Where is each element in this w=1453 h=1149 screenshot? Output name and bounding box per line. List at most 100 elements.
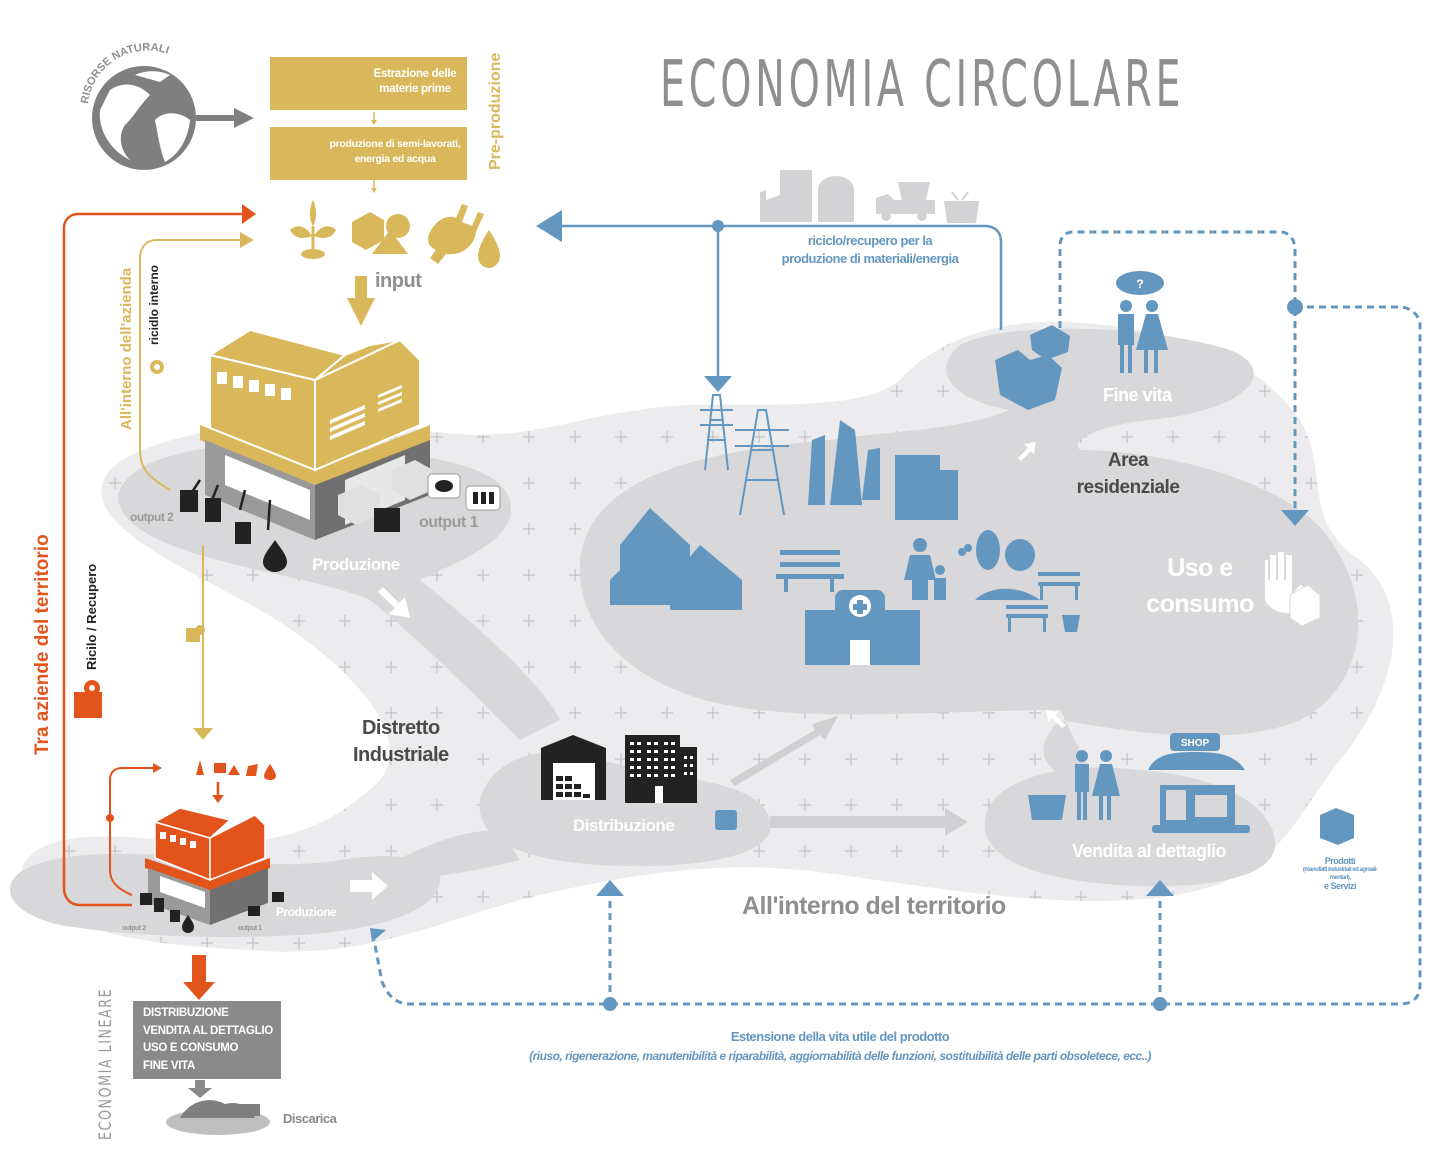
radioactive-barrel-icon: [180, 490, 198, 512]
territory-loop-label: Tra aziende del territorio: [32, 534, 53, 755]
houses-icon: [610, 508, 742, 610]
recycle-line2: produzione di materiali/energia: [781, 251, 959, 266]
office-building-icon: [625, 735, 697, 803]
broken-box-icon: [995, 325, 1070, 410]
extension-label: Estensione della vita utile del prodotto…: [400, 1027, 1280, 1065]
linear-economy-label: ECONOMIA LINEARE: [96, 987, 116, 1140]
residential-icons: [610, 394, 1080, 665]
recycle-label: riciclo/recupero per la produzione di ma…: [760, 232, 980, 268]
apartment-building-icon: [895, 455, 958, 520]
shoppers-icon: [1075, 750, 1120, 820]
small-factory-icon: [140, 807, 284, 933]
products-line1: Prodotti: [1324, 856, 1356, 866]
pre-production-label: Pre-produzione: [487, 52, 504, 170]
input-icons: [290, 200, 500, 268]
recycle-bin-icon: [205, 498, 221, 522]
recycle-line1: riciclo/recupero per la: [807, 233, 933, 248]
shop-sign: SHOP: [1181, 738, 1210, 749]
linear-step: VENDITA AL DETTAGLIO: [143, 1024, 273, 1037]
use-line2: consumo: [1146, 590, 1254, 618]
company-loop-sublabel: ricidlo interno: [147, 264, 161, 345]
semi-finished-label: produzione di semi-lavorati,energia ed a…: [329, 138, 461, 165]
output2-label: output 2: [130, 510, 174, 524]
territory-recycling-loop: [62, 204, 256, 907]
arrow-distribution-to-retail: [770, 808, 968, 836]
retail-label: Vendita al dettaglio: [1072, 841, 1227, 861]
linear-step: FINE VITA: [143, 1059, 196, 1072]
packaged-box-icon: [374, 508, 400, 532]
products-line4: e Servizi: [1323, 881, 1357, 891]
arrow-retail-to-residential: [1046, 710, 1066, 728]
linear-step: USO E CONSUMO: [143, 1042, 239, 1054]
small-output2-label: output 2: [122, 925, 146, 932]
couple-icon: [1116, 271, 1168, 373]
company-loop-label: All'interno dell'azienda: [118, 267, 135, 430]
waste-output-icons: [180, 490, 287, 572]
park-bench-icon: [776, 550, 844, 592]
use-consumption-label: Uso e consumo: [1145, 550, 1255, 622]
flower-pot-icon: [1062, 615, 1080, 632]
product-cube-icon: [1320, 808, 1354, 845]
warehouse-icon: [541, 735, 606, 800]
flow-arrows: [350, 442, 1066, 900]
recovery-hand-icon: [74, 692, 102, 718]
process-zones: [10, 328, 1359, 937]
hand-box-icon: [1265, 552, 1321, 627]
dashed-loop-markers: [370, 299, 1309, 1011]
residential-label: Area residenziale: [1068, 447, 1188, 501]
power-pylons-icon: [700, 394, 789, 516]
residential-line1: Area: [1107, 450, 1149, 471]
linear-economy-box: DISTRIBUZIONE VENDITA AL DETTAGLIO USO E…: [133, 1001, 281, 1079]
blue-package-icon: [715, 810, 737, 830]
products-label: Prodotti (manufatti industriali ed agroa…: [1285, 856, 1395, 891]
territory-label: All'interno del territorio: [742, 892, 1006, 920]
shop-icon: [1148, 733, 1250, 833]
main-factory-icon: [188, 328, 433, 540]
plant-wheat-icon: [290, 200, 336, 259]
distribution-label: Distribuzione: [573, 816, 675, 835]
pre-production-step-semi-finished: produzione di semi-lavorati,energia ed a…: [270, 127, 467, 180]
trees-icon: [975, 530, 1040, 600]
extension-title: Estensione della vita utile del prodotto: [730, 1029, 950, 1044]
arrow-production-to-district: [378, 587, 410, 618]
products-line2: (manufatti industriali ed agroali-: [1302, 867, 1378, 873]
page-title: ECONOMIA CIRCOLARE: [660, 48, 1185, 122]
speech-question: ?: [1136, 277, 1143, 291]
dashed-loops: [372, 230, 1422, 1006]
globe-icon: [92, 66, 254, 170]
district-label: Distretto Industriale: [353, 715, 449, 769]
products-line3: mentari),: [1329, 875, 1351, 881]
production-label: Produzione: [312, 555, 400, 574]
linear-arrow: [183, 955, 215, 1098]
recycling-truck-icon: [876, 182, 935, 214]
residential-line2: residenziale: [1076, 477, 1180, 498]
hospital-icon: [805, 590, 920, 665]
materials-shapes-icon: [352, 212, 410, 254]
family-icon: [904, 538, 972, 600]
district-line2: Industriale: [353, 744, 449, 766]
recycling-loop-top: [536, 210, 1003, 392]
small-output1-label: output 1: [238, 925, 262, 932]
landfill-icon: [166, 1100, 270, 1135]
arrow-small-production: [350, 872, 388, 900]
arrow-residential-to-endoflife: [1018, 442, 1036, 461]
input-arrow: [347, 276, 375, 326]
internal-recycling-loop: [139, 232, 254, 740]
linear-step: DISTRIBUZIONE: [143, 1007, 229, 1019]
bench-icon-2: [1038, 572, 1080, 600]
arrow-distribution-to-residential: [730, 716, 838, 786]
small-input-icons: [196, 760, 276, 803]
input-label: input: [375, 270, 422, 292]
factory-plant-icon: [760, 170, 854, 222]
bench-icon-3: [1006, 605, 1048, 632]
water-drop-icon: [478, 230, 500, 268]
skyscrapers-icon: [808, 420, 880, 505]
shopping-basket-icon: [1028, 795, 1066, 820]
trash-can-icon: [235, 522, 251, 544]
territory-loop-sublabel: Ricilo / Recupero: [84, 563, 99, 670]
product-output-icons: [374, 473, 501, 532]
district-line1: Distretto: [361, 717, 440, 739]
